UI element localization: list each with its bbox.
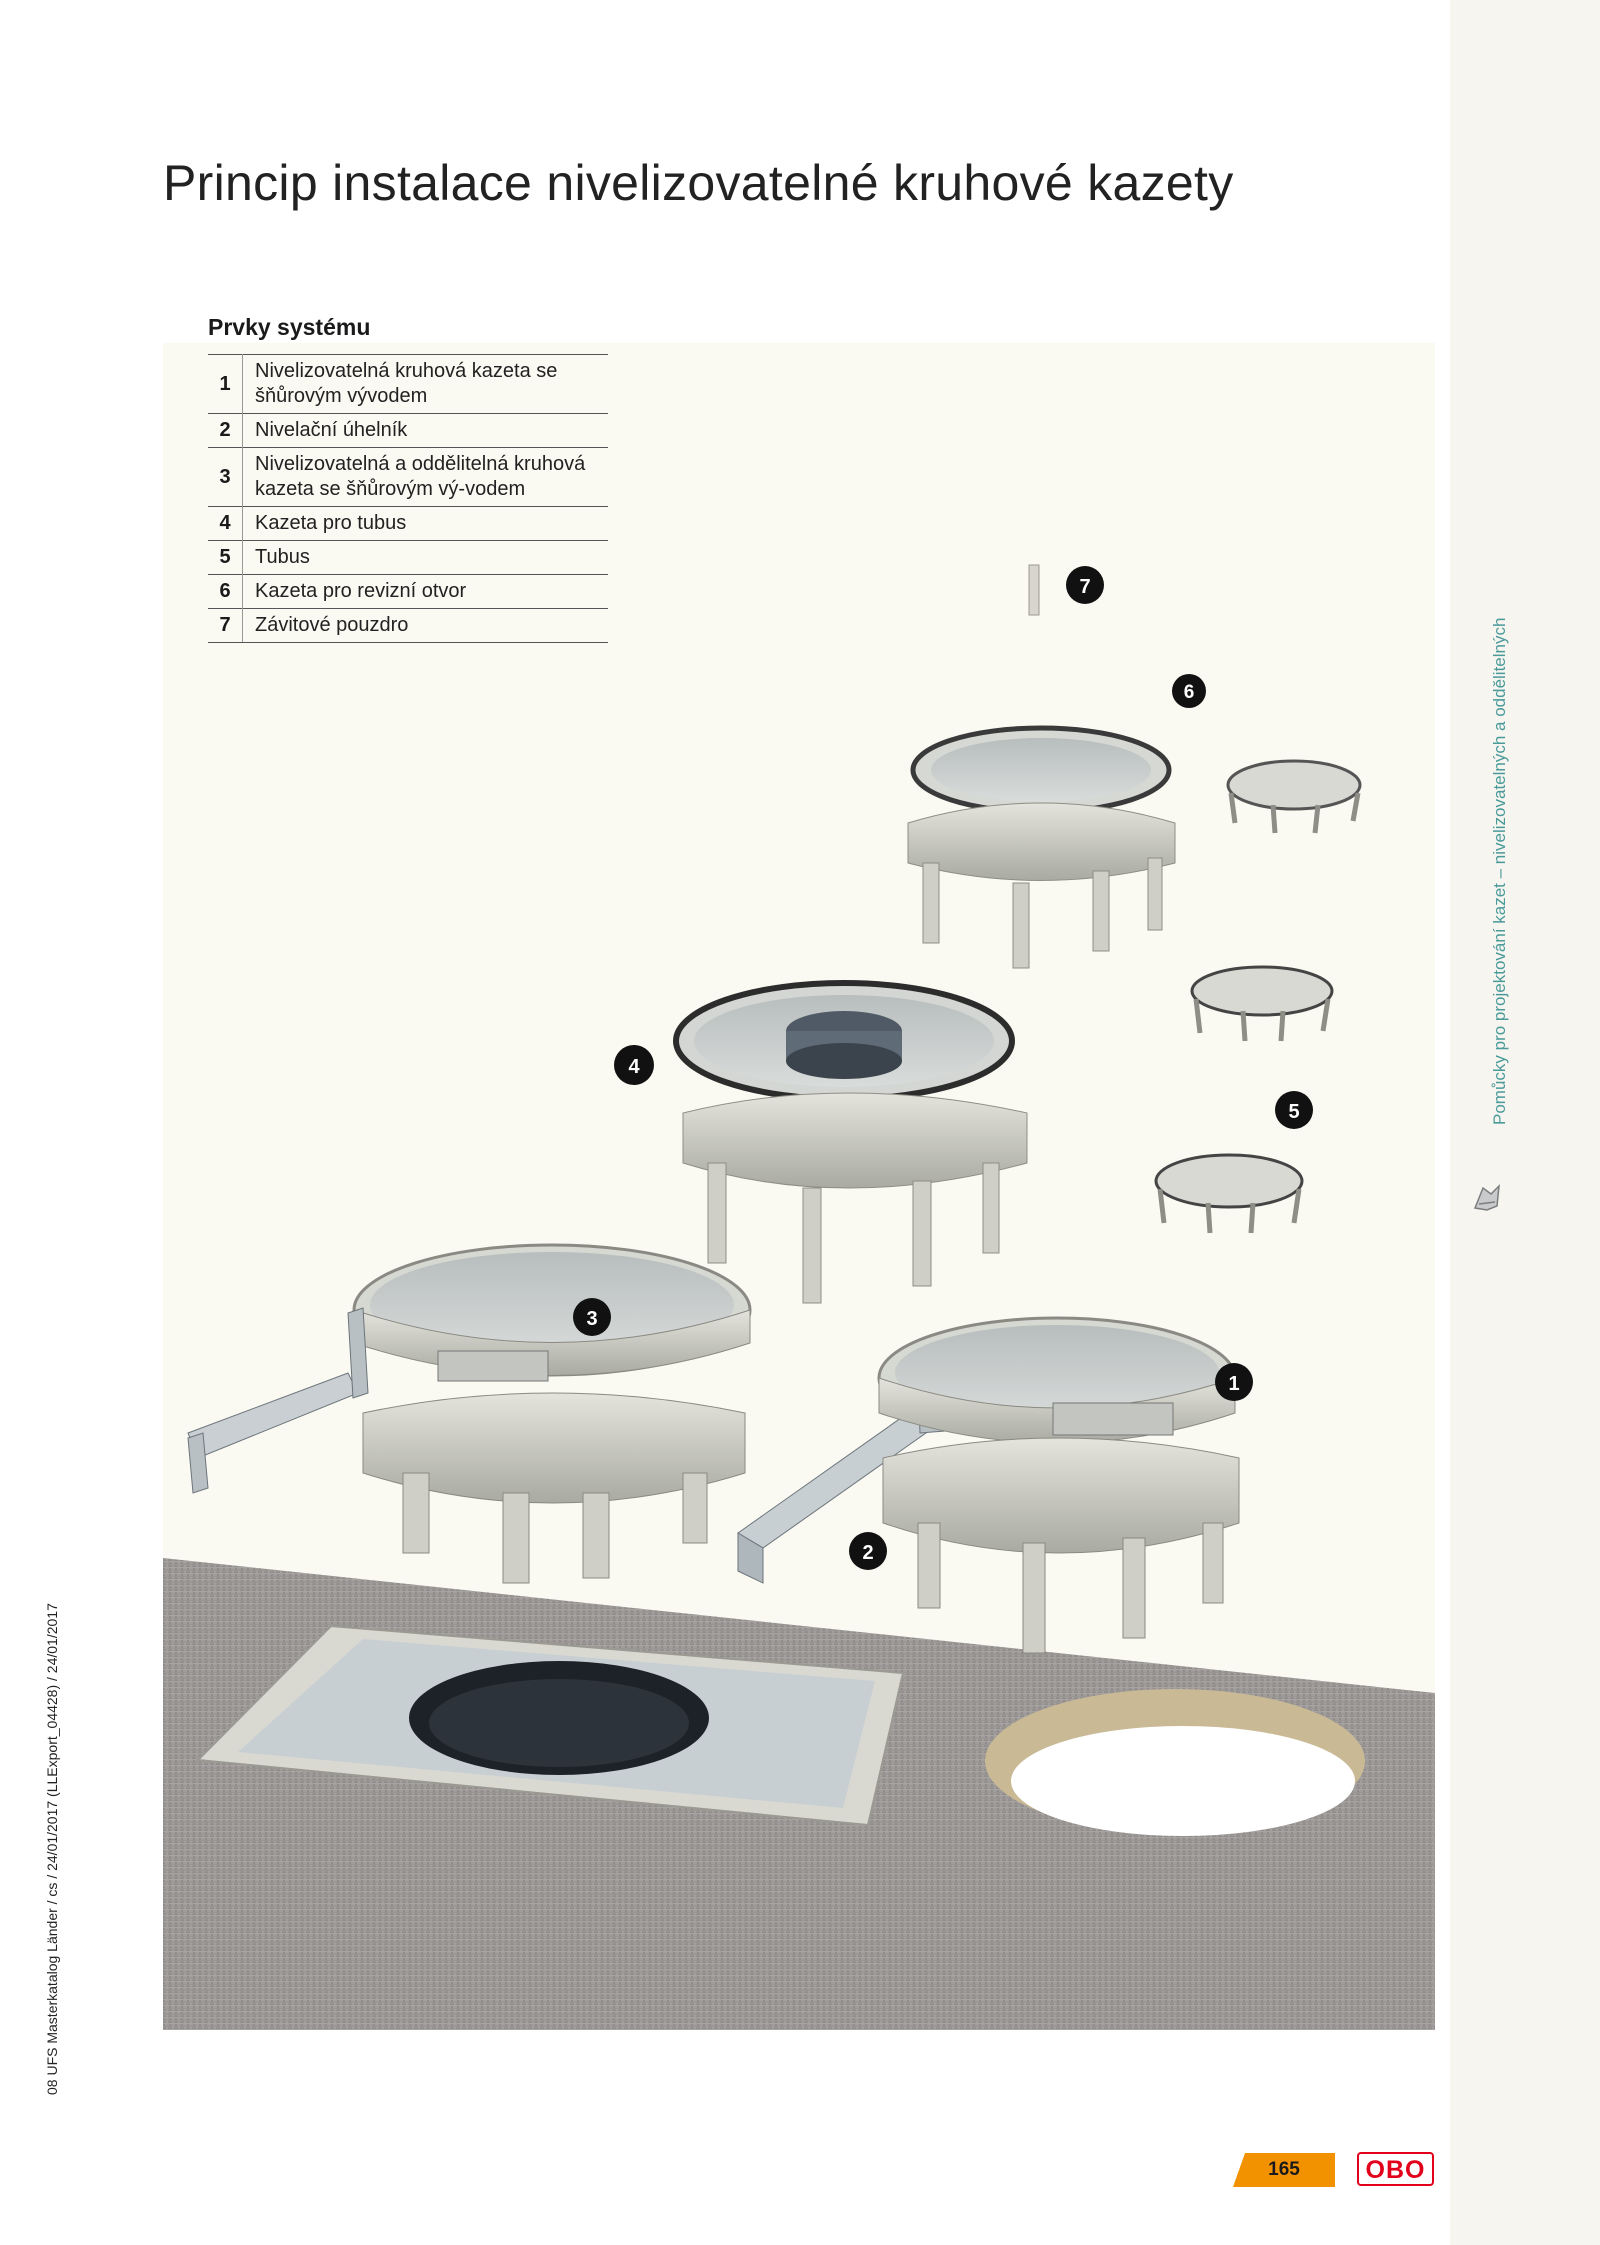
callout-3: 3 — [573, 1298, 611, 1336]
part-label: Tubus — [242, 540, 608, 575]
part-label: Kazeta pro tubus — [242, 506, 608, 541]
part-label: Závitové pouzdro — [242, 608, 608, 643]
separable-cassette-part — [187, 1243, 752, 1584]
sidebar-section-text: Pomůcky pro projektování kazet – niveliz… — [1490, 617, 1509, 1125]
page-number: 165 — [1233, 2153, 1335, 2187]
floor-frame-opening — [195, 1624, 905, 1827]
installation-illustration: 7 6 4 5 3 1 2 — [163, 343, 1435, 2030]
callout-7-label: 7 — [1079, 576, 1090, 598]
callout-6: 6 — [1172, 674, 1206, 708]
part-number: 7 — [208, 608, 243, 643]
part-label: Nivelační úhelník — [242, 413, 608, 448]
round-cassette-part — [877, 1316, 1240, 1654]
obo-logo: OBO — [1357, 2152, 1434, 2186]
callout-2: 2 — [849, 1532, 887, 1570]
print-info-text: 08 UFS Masterkatalog Länder / cs / 24/01… — [44, 1603, 60, 2095]
drilled-hole — [985, 1689, 1365, 1836]
threaded-bush-part — [1028, 564, 1040, 616]
page-title: Princip instalace nivelizovatelné kruhov… — [163, 154, 1234, 211]
part-number: 3 — [208, 447, 243, 507]
part-label: Nivelizovatelná kruhová kazeta se šňůrov… — [242, 354, 608, 414]
part-number: 2 — [208, 413, 243, 448]
part-number: 4 — [208, 506, 243, 541]
part-number: 1 — [208, 354, 243, 414]
product-thumbnail-icon — [1473, 1183, 1500, 1211]
callout-2-label: 2 — [862, 1542, 873, 1564]
callout-4-label: 4 — [628, 1056, 640, 1078]
callout-1: 1 — [1215, 1363, 1253, 1401]
callout-6-label: 6 — [1184, 682, 1195, 703]
callout-7: 7 — [1066, 566, 1104, 604]
callout-3-label: 3 — [586, 1308, 597, 1330]
revision-cassette-part — [907, 725, 1176, 969]
part-label: Nivelizovatelná a oddělitelná kruhová ka… — [242, 447, 608, 507]
callout-4: 4 — [614, 1045, 654, 1085]
parts-list-heading: Prvky systému — [208, 314, 371, 340]
part-number: 6 — [208, 574, 243, 609]
tubus-lids — [1154, 759, 1362, 1234]
part-number: 5 — [208, 540, 243, 575]
obo-logo-text: OBO — [1366, 2156, 1426, 2184]
exploded-view-drawing: 7 6 4 5 3 1 2 — [163, 564, 1435, 2030]
sidebar-strip — [1450, 0, 1600, 2245]
callout-5: 5 — [1275, 1091, 1313, 1129]
tubus-cassette-part — [673, 980, 1028, 1304]
part-label: Kazeta pro revizní otvor — [242, 574, 608, 609]
callout-5-label: 5 — [1288, 1101, 1299, 1123]
callout-1-label: 1 — [1228, 1373, 1239, 1395]
